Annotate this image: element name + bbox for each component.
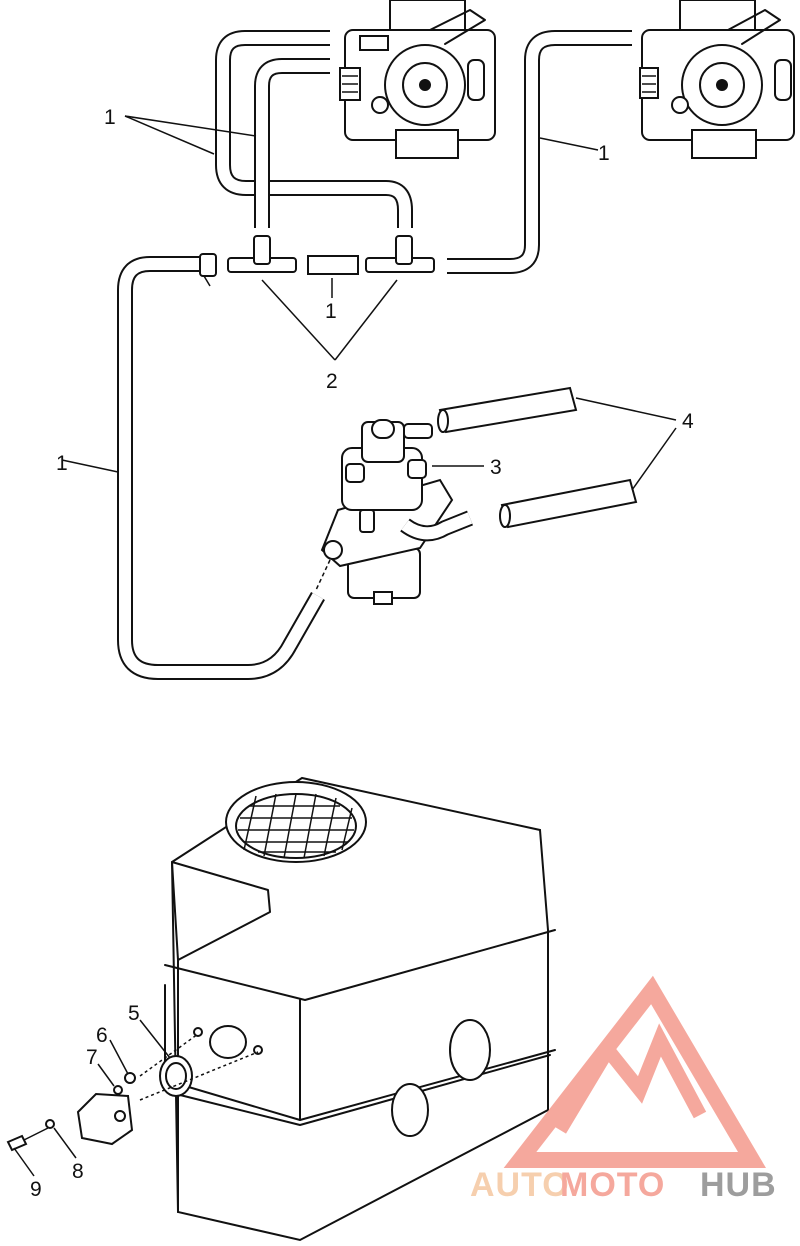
callout-1-middle: 1 xyxy=(325,300,337,323)
callout-1-top-right: 1 xyxy=(598,142,610,165)
level-sender-assembly xyxy=(6,1033,259,1152)
tee-fittings xyxy=(199,235,435,287)
automotohub-logo: AUTO MOTO HUB xyxy=(470,975,777,1204)
watermark-hub: HUB xyxy=(700,1166,777,1204)
watermark-auto: AUTO xyxy=(470,1166,570,1204)
oil-tank xyxy=(164,776,556,1242)
watermark-moto: MOTO xyxy=(560,1166,665,1204)
fuel-pump xyxy=(320,419,473,605)
callout-9: 9 xyxy=(30,1178,42,1201)
callout-3: 3 xyxy=(490,456,502,479)
callout-8: 8 xyxy=(72,1160,84,1183)
callout-5: 5 xyxy=(128,1002,140,1025)
leader-lines xyxy=(13,115,677,1177)
carburetor-right xyxy=(639,0,795,159)
pump-hoses xyxy=(437,386,638,529)
callout-1-top-left: 1 xyxy=(104,106,116,129)
callout-2: 2 xyxy=(326,370,338,393)
callout-6: 6 xyxy=(96,1024,108,1047)
carburetor-left xyxy=(339,0,496,159)
callout-1-left: 1 xyxy=(56,452,68,475)
callout-7: 7 xyxy=(86,1046,98,1069)
callout-4: 4 xyxy=(682,410,694,433)
fuel-hoses xyxy=(117,30,632,680)
